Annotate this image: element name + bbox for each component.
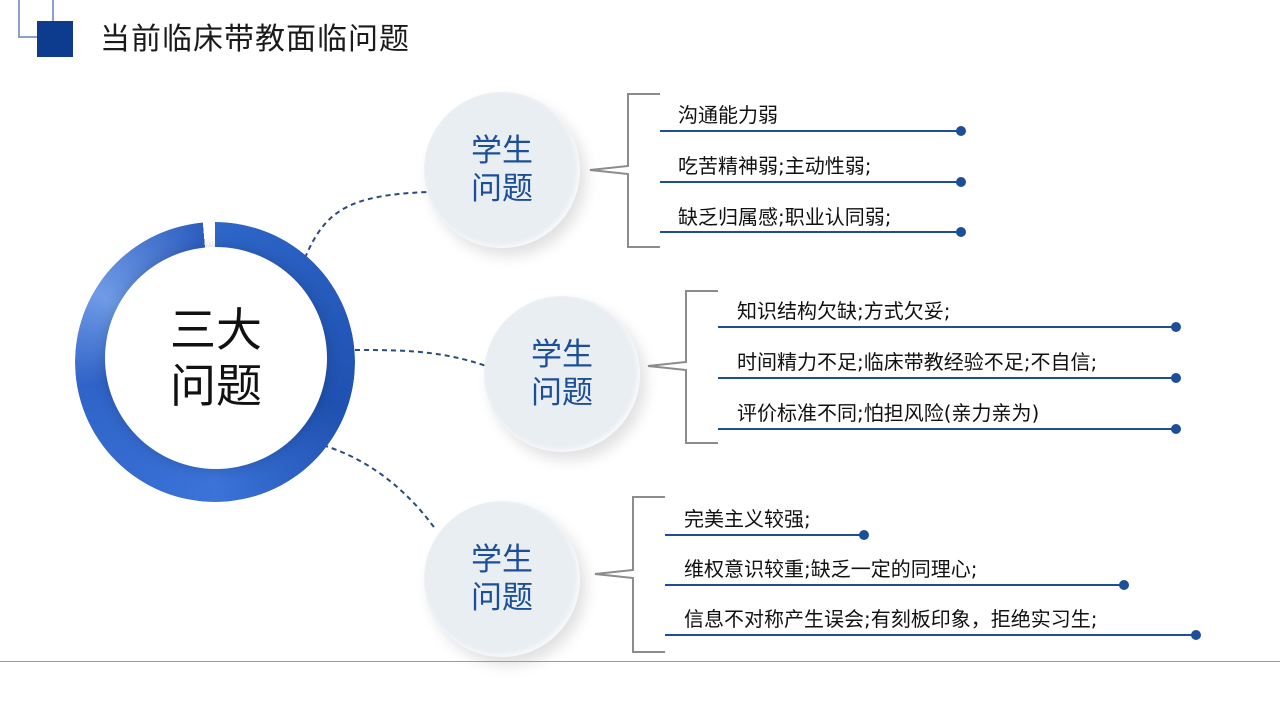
group-1-label-line1: 学生	[471, 133, 533, 169]
center-label-line1: 三大	[170, 303, 262, 357]
group-3-label-line2: 问题	[471, 580, 533, 616]
group-1-item-1: 沟通能力弱	[678, 103, 778, 127]
group-1-circle: 学生 问题	[424, 92, 580, 248]
group-2-label-line1: 学生	[531, 337, 593, 373]
center-label: 三大 问题	[105, 247, 327, 469]
center-label-line2: 问题	[170, 359, 262, 413]
group-1-item-3: 缺乏归属感;职业认同弱;	[678, 205, 892, 229]
group-2-label-line2: 问题	[531, 375, 593, 411]
bracket-1	[589, 93, 660, 248]
group-2-item-2: 时间精力不足;临床带教经验不足;不自信;	[737, 350, 1098, 374]
bracket-2	[647, 290, 718, 444]
group-2-item-1: 知识结构欠缺;方式欠妥;	[737, 299, 951, 323]
group-3-item-1: 完美主义较强;	[684, 507, 811, 531]
center-circle	[105, 247, 327, 469]
logo-outline-square	[18, 0, 54, 38]
group-3-item-3: 信息不对称产生误会;有刻板印象，拒绝实习生;	[684, 607, 1098, 631]
page-title: 当前临床带教面临问题	[100, 22, 410, 57]
group-1-item-2: 吃苦精神弱;主动性弱;	[678, 154, 872, 178]
group-3-item-2: 维权意识较重;缺乏一定的同理心;	[684, 557, 978, 581]
group-2-item-3: 评价标准不同;怕担风险(亲力亲为)	[737, 401, 1040, 425]
footer-divider	[0, 661, 1280, 662]
group-1-label-line2: 问题	[471, 171, 533, 207]
group-3-circle: 学生 问题	[424, 501, 580, 657]
group-3-label-line1: 学生	[471, 542, 533, 578]
logo-filled-square	[37, 21, 73, 57]
bracket-3	[594, 496, 665, 653]
group-2-circle: 学生 问题	[484, 296, 640, 452]
connector-2	[354, 349, 487, 367]
connector-1	[304, 191, 429, 259]
